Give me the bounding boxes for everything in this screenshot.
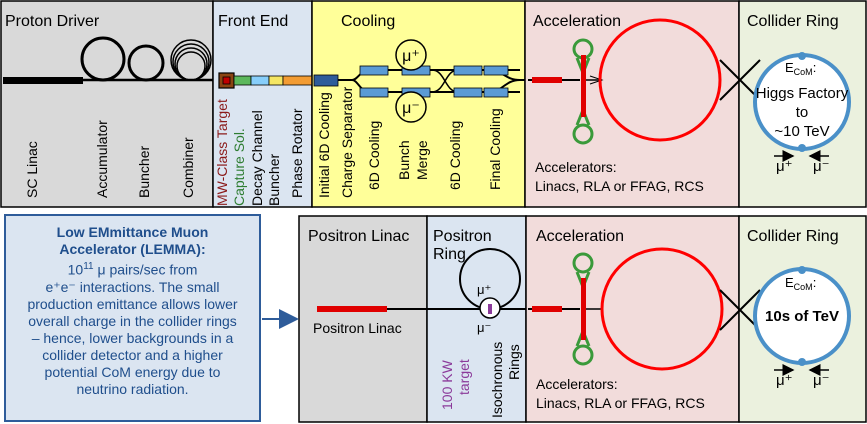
decay-channel-block (250, 75, 270, 86)
target-power-label: 100 KW (439, 359, 455, 410)
cooling-mu-plus: μ⁺ (402, 48, 420, 65)
ring-mu-plus: μ⁺ (477, 282, 491, 297)
acceleration-title-top: Acceleration (533, 13, 621, 30)
6d-cooling-label-2: 6D Cooling (447, 121, 463, 190)
phase-rotator-block (282, 75, 313, 86)
lemma-line-7: collider detector and a higher (42, 346, 223, 363)
positron-ring-title-1: Positron (433, 228, 492, 245)
lemma-line-5: overall charge in the collider rings (28, 312, 237, 329)
collider-mu-minus-top: μ⁻ (813, 158, 830, 175)
accel-caption-2-top: Linacs, RLA or FFAG, RCS (535, 178, 704, 194)
buncher-label: Buncher (136, 146, 152, 198)
mw-target-label: MW-Class Target (214, 99, 230, 206)
positron-ring-panel: Positron Ring μ⁺ μ⁻ 100 KW target Isochr… (426, 215, 530, 423)
buncher-block (268, 75, 284, 86)
accel-caption-1-top: Accelerators: (535, 159, 617, 175)
decay-channel-label: Decay Channel (249, 110, 265, 206)
collider-mu-plus-top: μ⁺ (776, 158, 793, 175)
buncher-ring (127, 44, 165, 82)
rcs-ring-bottom (600, 247, 724, 371)
initial-6d-cooling-label: Initial 6D Cooling (316, 92, 332, 198)
sc-linac-bar (3, 77, 83, 84)
collider-title-bottom: Collider Ring (747, 228, 839, 245)
energy-line-2-top: to (796, 104, 809, 121)
proton-driver-title: Proton Driver (5, 13, 100, 30)
phase-rotator-label: Phase Rotator (289, 108, 305, 198)
accumulator-ring (80, 36, 126, 82)
accel-caption-2-bottom: Linacs, RLA or FFAG, RCS (536, 395, 705, 411)
lemma-line-3: e⁺e⁻ interactions. The small (45, 278, 220, 295)
energy-line-3-top: ~10 TeV (774, 123, 829, 140)
cooling-panel: Cooling μ⁺ μ⁻ Initial 6D Cooling Charge … (311, 0, 530, 208)
lemma-line-4: production emittance allows lower (27, 295, 238, 312)
cooling-mu-minus: μ⁻ (402, 100, 420, 117)
lemma-line-8: potential CoM energy due to (44, 363, 221, 380)
rcs-ring-top (598, 18, 722, 142)
lemma-heading-1: Low EMmittance Muon (56, 224, 209, 240)
acceleration-panel-bottom: Acceleration Accelerators: Linacs, RLA o… (525, 215, 740, 423)
buncher-fe-label: Buncher (266, 154, 282, 206)
capture-sol-block (233, 75, 252, 86)
positron-linac-panel: Positron Linac Positron Linac (298, 215, 430, 423)
charge-separator-label: Charge Separator (339, 86, 355, 198)
collider-mu-plus-bottom: μ⁺ (776, 372, 793, 389)
front-end-title: Front End (218, 13, 288, 30)
lemma-line-6: – hence, lower backgrounds in a (31, 329, 234, 346)
accumulator-label: Accumulator (94, 120, 110, 198)
positron-linac-title: Positron Linac (308, 228, 409, 245)
ring-mu-minus: μ⁻ (477, 320, 491, 335)
positron-ring-title-2: Ring (433, 246, 466, 263)
bunch-label: Bunch (396, 140, 412, 180)
lemma-line-9: neutrino radiation. (76, 380, 189, 397)
energy-line-1-top: Higgs Factory (756, 85, 849, 102)
lemma-rate-line: 1011 μ pairs/sec from (67, 261, 198, 278)
energy-bottom: 10s of TeV (765, 308, 839, 325)
rings-label: Rings (506, 344, 522, 380)
sc-linac-label: SC Linac (24, 141, 40, 198)
ecom-label-bottom: ECoM: (785, 275, 816, 292)
initial-cooling-block (313, 74, 339, 87)
lemma-box: Low EMmittance Muon Accelerator (LEMMA):… (4, 214, 261, 422)
collider-ring-panel-top: Collider Ring ECoM: Higgs Factory to ~10… (719, 0, 867, 208)
ecom-label-top: ECoM: (785, 60, 816, 77)
merge-label: Merge (414, 140, 430, 180)
lemma-heading-2: Accelerator (LEMMA): (59, 241, 206, 257)
collider-title-top: Collider Ring (747, 13, 839, 30)
rla-linac-bottom (581, 278, 586, 340)
collider-mu-minus-bottom: μ⁻ (813, 372, 830, 389)
6d-cooling-label-1: 6D Cooling (366, 121, 382, 190)
cooling-title: Cooling (341, 13, 395, 30)
mu-plus-bubble (395, 39, 427, 71)
linac-bottom (532, 306, 562, 312)
linac-top (532, 77, 562, 83)
acceleration-title-bottom: Acceleration (536, 228, 624, 245)
final-cooling-label: Final Cooling (487, 108, 503, 190)
front-end-panel: Front End MW-Class Target Capture Sol. D… (212, 0, 313, 208)
capture-sol-label: Capture Sol. (231, 128, 247, 206)
proton-driver-panel: Proton Driver SC Linac Accumulator Bunch… (0, 0, 218, 208)
collider-ring-panel-bottom: Collider Ring ECoM: 10s of TeV μ⁺ μ⁻ (719, 215, 867, 423)
target-label: target (456, 359, 472, 395)
isochronous-label: Isochronous (489, 342, 505, 418)
mu-minus-bubble (395, 91, 427, 123)
accel-caption-1-bottom: Accelerators: (536, 376, 618, 392)
combiner-label: Combiner (180, 137, 196, 198)
combiner-rings (170, 39, 212, 81)
rla-linac-top (581, 55, 586, 117)
acceleration-panel-top: Acceleration Accelerators: Linacs, RLA o… (524, 0, 740, 208)
positron-linac-bar (317, 306, 387, 312)
target-marker (488, 304, 492, 314)
positron-linac-label: Positron Linac (313, 320, 402, 336)
